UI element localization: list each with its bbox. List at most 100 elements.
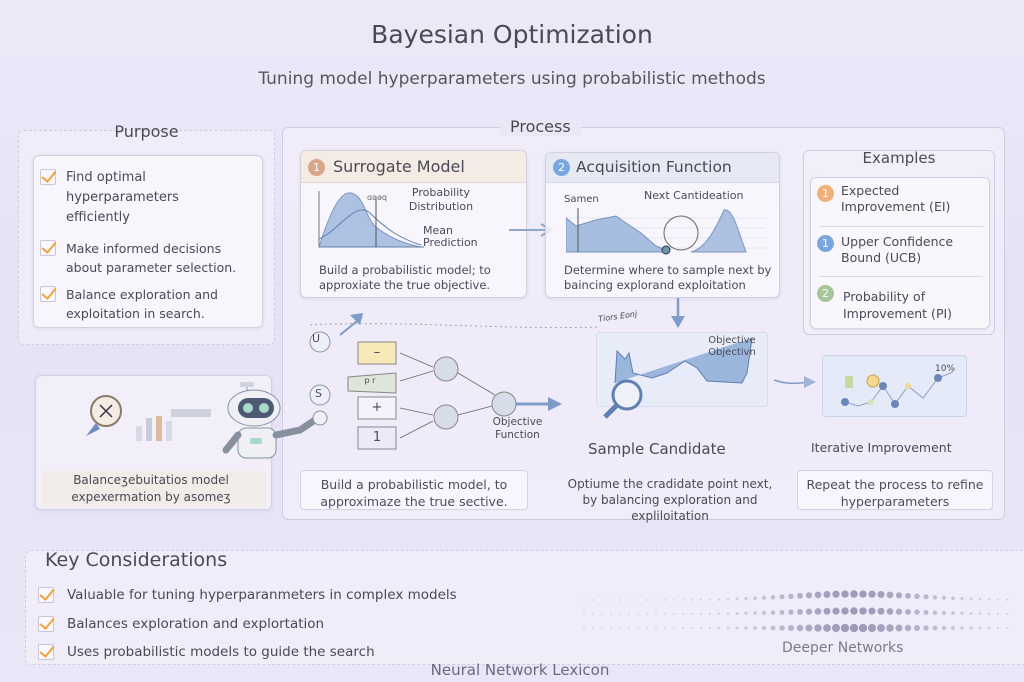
decoration-dot: [978, 597, 982, 601]
decoration-dot: [636, 612, 640, 615]
dot-wave-decoration: [582, 590, 1009, 633]
decoration-dot: [761, 610, 767, 615]
examples-title: Examples: [862, 149, 936, 167]
purpose-title: Purpose: [114, 122, 179, 141]
network-caption: Build a probabilistic model, to approxim…: [300, 470, 528, 510]
objective-label: Objective Objectivn: [708, 335, 756, 358]
decoration-dot: [841, 590, 849, 598]
decoration-dot: [960, 596, 964, 601]
decoration-dot: [1005, 598, 1009, 601]
compass-chart-icon: [86, 395, 211, 441]
decoration-dot: [996, 612, 1000, 615]
surrogate-model-card: 1 Surrogate Model ɑəəq Probability Distr…: [300, 150, 527, 298]
key-considerations-panel: [25, 550, 1024, 665]
decoration-dot: [840, 623, 850, 633]
decoration-dot: [832, 607, 840, 615]
decoration-dot: [753, 596, 757, 601]
sample-candidate-chart: Objective Objectivn: [596, 332, 768, 419]
network-node-u: U: [312, 332, 321, 345]
decoration-dot: [823, 591, 831, 599]
decoration-dot: [744, 611, 748, 615]
decoration-dot: [850, 607, 858, 615]
decoration-dot: [636, 626, 640, 630]
decoration-dot: [609, 626, 613, 630]
decoration-dot: [770, 610, 776, 615]
decoration-dot: [735, 626, 739, 630]
decoration-dot: [867, 623, 877, 633]
decoration-dot: [627, 598, 631, 601]
decoration-dot: [654, 612, 658, 615]
consideration-item: Valuable for tuning hyperparanmeters in …: [67, 587, 457, 603]
decoration-dot: [645, 612, 649, 615]
decoration-dot: [788, 625, 794, 631]
decoration-dot: [969, 597, 973, 601]
brand-label: Deeper Networks: [782, 640, 904, 656]
decoration-dot: [914, 625, 920, 631]
decoration-dot: [796, 624, 804, 632]
decoration-dot: [708, 598, 712, 601]
decoration-dot: [690, 612, 694, 615]
arrow-down-icon: [671, 298, 685, 328]
decoration-dot: [708, 626, 712, 630]
decoration-dot: [987, 626, 991, 630]
check-icon: [40, 240, 56, 256]
decoration-dot: [1005, 612, 1009, 615]
progress-line-icon: [841, 371, 954, 408]
decoration-dot: [636, 598, 640, 601]
decoration-dot: [905, 592, 911, 599]
improvement-percent: 10%: [935, 364, 956, 374]
decoration-dot: [582, 626, 586, 630]
step-badge: 1: [308, 159, 325, 176]
example-item: Upper Confidence Bound (UCB): [841, 234, 954, 265]
iterative-improvement-title: Iterative Improvement: [811, 440, 952, 455]
decoration-dot: [932, 610, 938, 615]
decoration-dot: [788, 609, 794, 615]
decoration-dot: [805, 624, 813, 632]
decoration-dot: [690, 626, 694, 630]
decoration-dot: [877, 591, 885, 599]
decoration-dot: [779, 594, 785, 600]
decoration-dot: [735, 611, 739, 615]
decoration-dot: [708, 612, 712, 615]
acquisition-chart-icon: [566, 208, 766, 255]
decoration-dot: [645, 626, 649, 630]
decoration-dot: [814, 591, 822, 599]
decoration-dot: [877, 607, 885, 615]
example-badge: 1: [817, 235, 834, 252]
decoration-dot: [699, 612, 703, 615]
key-considerations-title: Key Considerations: [45, 549, 228, 571]
decoration-dot: [895, 608, 903, 615]
decoration-dot: [923, 625, 929, 631]
decoration-dot: [923, 594, 929, 600]
decoration-dot: [618, 612, 622, 615]
decoration-dot: [627, 612, 631, 615]
decoration-dot: [770, 595, 776, 600]
decoration-dot: [753, 611, 757, 615]
decoration-dot: [699, 598, 703, 601]
decoration-dot: [717, 626, 721, 630]
input-node: p r: [364, 376, 376, 385]
balance-caption: Balanceʒebuitatios model expexermation b…: [71, 473, 231, 504]
decoration-dot: [932, 595, 938, 600]
check-icon: [38, 644, 54, 660]
purpose-item: Balance exploration and exploitation in …: [66, 287, 218, 321]
decoration-dot: [805, 592, 813, 599]
sample-candidate-title: Sample Candidate: [588, 440, 726, 458]
decoration-dot: [886, 608, 894, 615]
decoration-dot: [923, 609, 929, 615]
distribution-chart-icon: [318, 191, 424, 248]
iterative-chart: 10%: [822, 355, 967, 417]
example-item: Expected Improvement (EI): [841, 183, 951, 214]
probability-distribution-label: Probability Distribution: [408, 186, 474, 213]
check-icon: [38, 616, 54, 632]
decoration-dot: [1005, 626, 1009, 630]
check-icon: [40, 169, 56, 185]
decoration-dot: [735, 597, 739, 601]
decoration-dot: [858, 623, 868, 633]
check-icon: [38, 587, 54, 603]
decoration-dot: [996, 598, 1000, 601]
magnifier-chart-icon: [603, 337, 753, 419]
decoration-dot: [779, 609, 785, 615]
decoration-dot: [591, 598, 595, 601]
decoration-dot: [895, 624, 903, 632]
